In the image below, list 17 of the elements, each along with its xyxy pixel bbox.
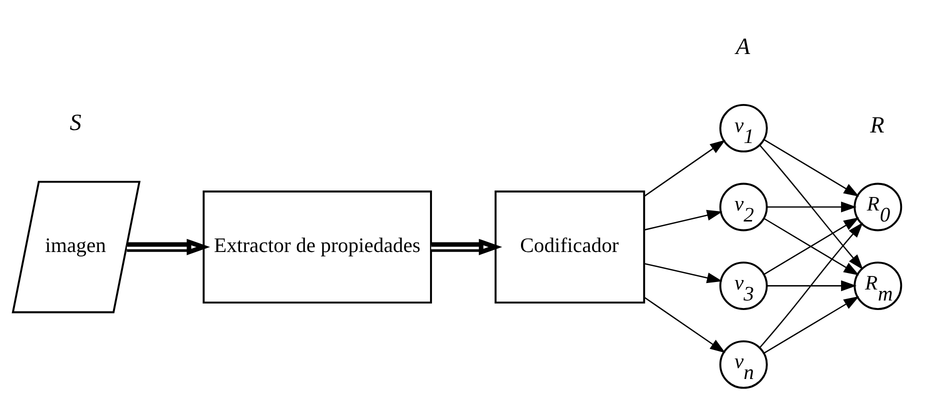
arrow bbox=[759, 222, 864, 348]
arrow bbox=[759, 144, 864, 270]
node-box: Extractor de propiedades bbox=[202, 190, 432, 304]
arrow bbox=[767, 202, 857, 212]
arrow bbox=[764, 296, 860, 354]
arrow bbox=[644, 296, 726, 354]
arrow bbox=[644, 210, 722, 231]
label: R bbox=[870, 112, 884, 139]
arrow bbox=[644, 262, 722, 284]
label: A bbox=[736, 34, 750, 60]
arrow bbox=[767, 280, 857, 292]
arrow bbox=[431, 238, 502, 256]
arrow bbox=[764, 139, 860, 197]
label: S bbox=[70, 110, 82, 136]
node-box: Codificador bbox=[494, 190, 646, 304]
arrow bbox=[644, 140, 726, 197]
arrow bbox=[126, 238, 210, 256]
